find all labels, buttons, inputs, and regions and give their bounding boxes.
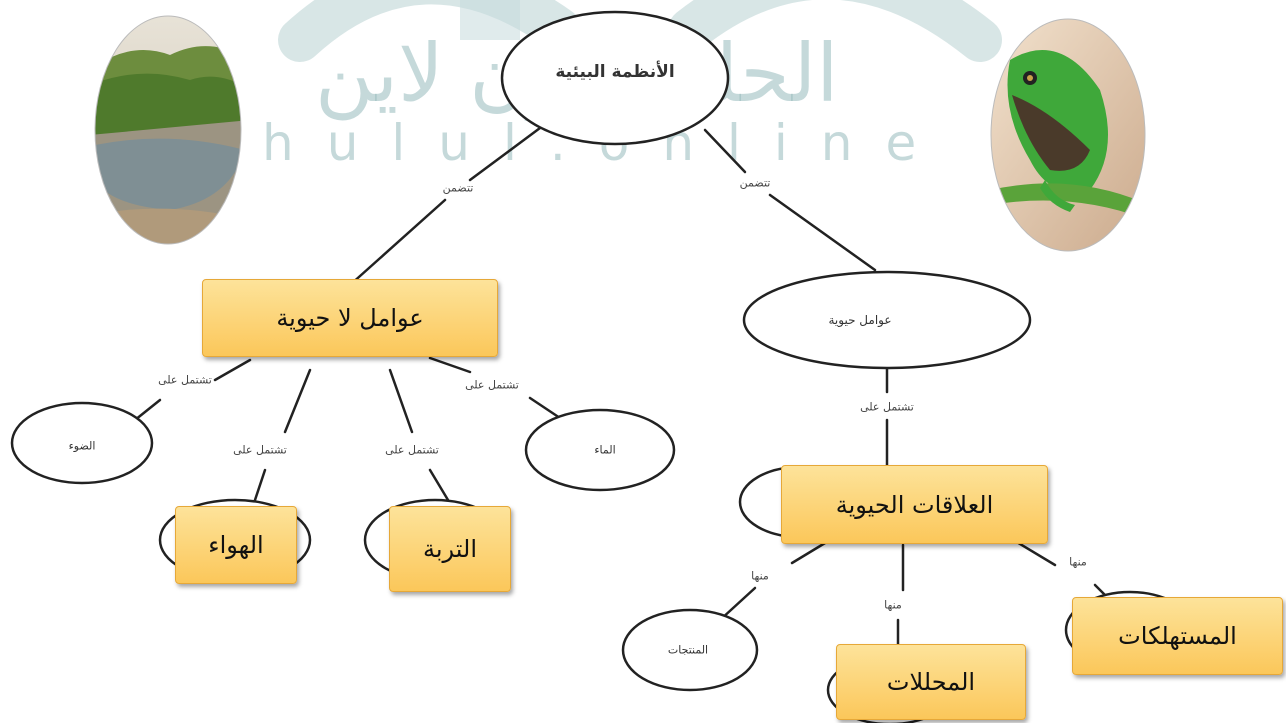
root-node-shape: [500, 10, 730, 146]
answer-consumers: المستهلكات: [1072, 597, 1283, 675]
edge-label-including-consumers: منها: [1069, 555, 1087, 569]
light-node-label: الضوء: [68, 439, 96, 453]
edge-label-contains-biotic: تشتمل على: [860, 400, 914, 414]
biotic-node-label: عوامل حيوية: [828, 313, 892, 327]
edge-label-contains-water: تشتمل على: [465, 378, 519, 392]
light-node-shape: [10, 401, 154, 485]
edge-label-contains-air: تشتمل على: [233, 443, 287, 457]
edge-label-contains-light: تشتمل على: [158, 373, 212, 387]
producers-node-shape: [621, 608, 759, 692]
water-node-shape: [524, 408, 676, 492]
edge-label-includes-right: تتضمن: [739, 176, 771, 190]
water-node-label: الماء: [594, 443, 616, 457]
root-node-label: الأنظمة البيئية: [555, 62, 675, 82]
answer-decomposers: المحللات: [836, 644, 1026, 720]
producers-node-label: المنتجات: [667, 643, 709, 657]
answer-relationships: العلاقات الحيوية: [781, 465, 1048, 544]
answer-abiotic: عوامل لا حيوية: [202, 279, 498, 357]
answer-air: الهواء: [175, 506, 297, 584]
answer-soil: التربة: [389, 506, 511, 592]
edge-label-contains-soil: تشتمل على: [385, 443, 439, 457]
edge-label-including-decomposers: منها: [884, 598, 902, 612]
biotic-node-shape: [742, 270, 1032, 370]
edge-label-includes-left: تتضمن: [442, 181, 474, 195]
pond-photo: [95, 16, 241, 244]
frog-photo: [991, 19, 1145, 251]
edge-label-including-producers: منها: [751, 569, 769, 583]
